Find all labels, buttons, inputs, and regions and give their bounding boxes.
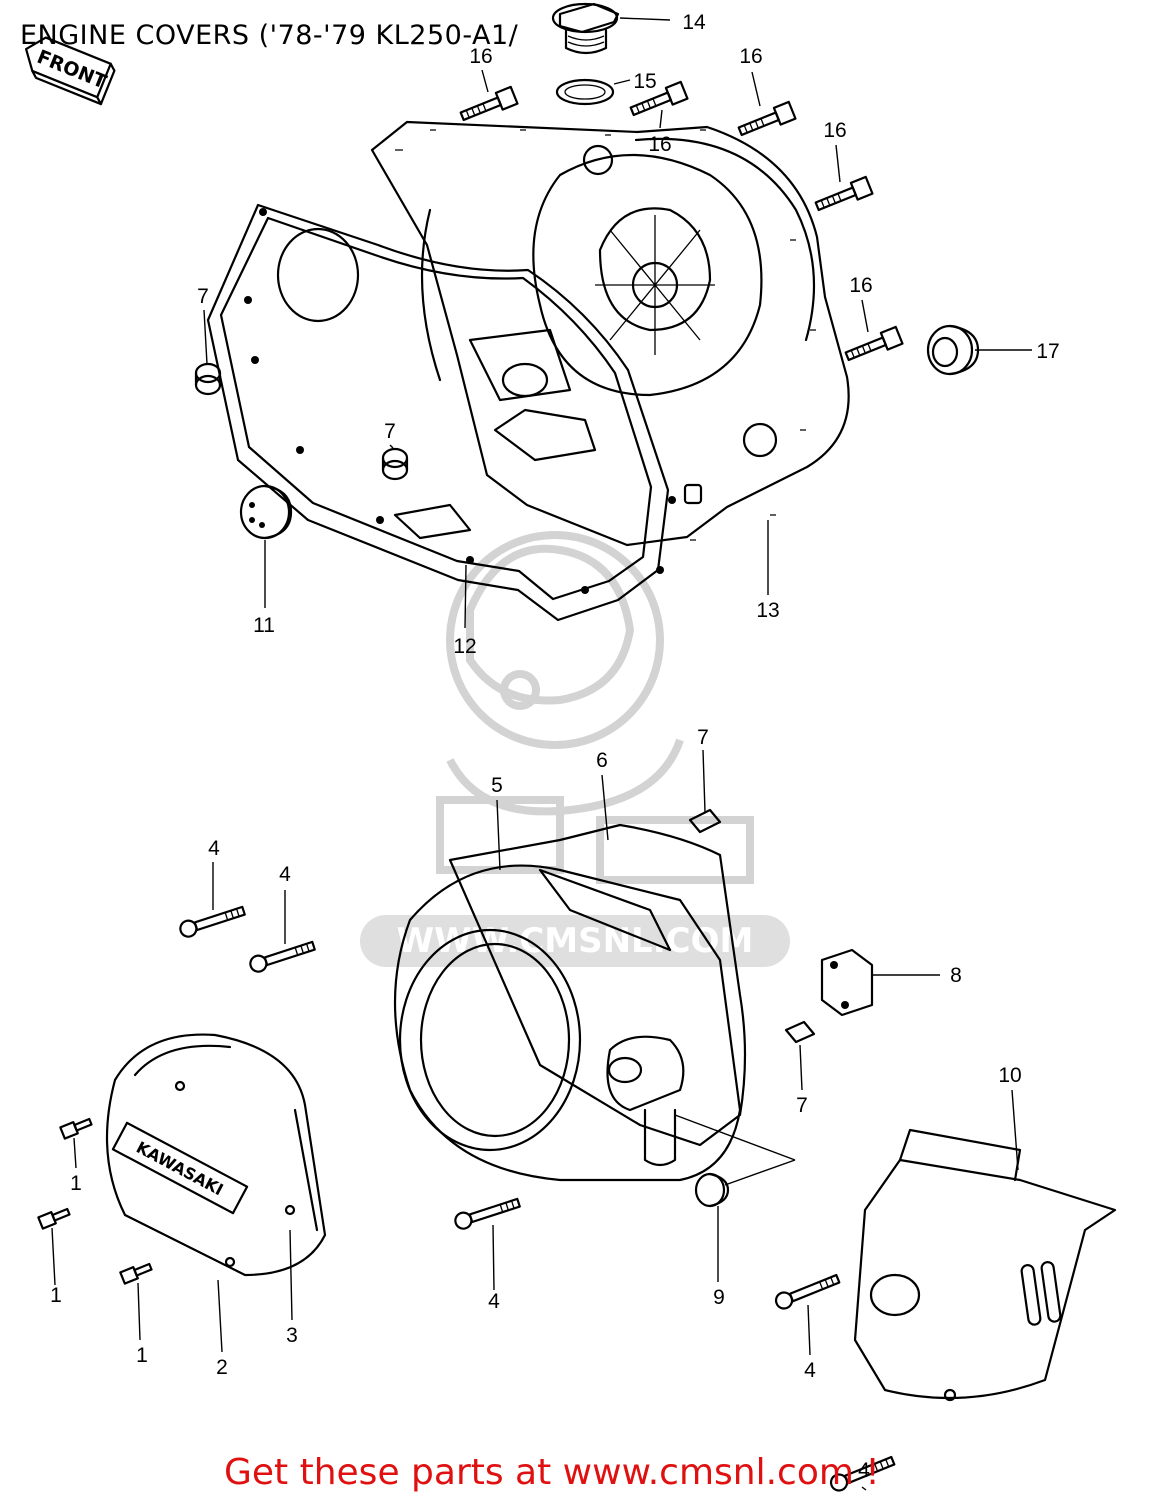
callout-16-e: 16 — [849, 274, 872, 297]
callout-3: 3 — [286, 1324, 298, 1347]
callout-8: 8 — [950, 964, 962, 987]
callout-1-a: 1 — [70, 1172, 82, 1195]
callout-16-c: 16 — [739, 45, 762, 68]
callout-6: 6 — [596, 749, 608, 772]
screw-1-a — [59, 1117, 93, 1140]
bolt-16-a — [459, 85, 519, 122]
callout-13: 13 — [756, 599, 779, 622]
callout-17: 17 — [1036, 340, 1059, 363]
callout-16-a: 16 — [469, 45, 492, 68]
callout-7-c: 7 — [697, 726, 709, 749]
callout-14: 14 — [682, 11, 706, 34]
callout-7-a: 7 — [197, 285, 209, 308]
right-crankcase-cover — [370, 120, 850, 547]
callout-1-c: 1 — [136, 1344, 148, 1367]
dowel-pin-lower-right — [784, 1020, 816, 1044]
crankcase-cover-gasket — [206, 203, 676, 622]
callout-12: 12 — [453, 635, 476, 658]
callout-5: 5 — [491, 774, 503, 797]
watermark-url: WWW.CMSNL.COM — [397, 921, 754, 961]
callout-9: 9 — [713, 1286, 725, 1309]
bolt-16-e — [844, 325, 904, 362]
magneto-cover-gasket — [448, 823, 747, 1147]
screw-1-b — [37, 1207, 71, 1230]
callout-1-b: 1 — [50, 1284, 62, 1307]
bolt-16-c — [737, 100, 797, 137]
sprocket-cover — [853, 1128, 1117, 1402]
breather-fitting — [820, 948, 874, 1017]
callout-2: 2 — [216, 1356, 228, 1379]
dowel-pin-upper-mid — [381, 447, 409, 481]
callout-11: 11 — [253, 614, 275, 637]
page-title: ENGINE COVERS ('78-'79 KL250-A1/ — [20, 20, 519, 51]
oil-seal — [926, 324, 980, 376]
cmsnl-watermark: WWW.CMSNL.COM — [360, 531, 790, 967]
callout-16-b: 16 — [648, 133, 671, 156]
filter-cap — [239, 484, 293, 540]
callout-7-d: 7 — [796, 1094, 808, 1117]
oil-filler-cap — [551, 2, 620, 55]
bolt-4-a — [179, 905, 246, 938]
bolt-4-b — [249, 940, 316, 973]
bolt-4-c — [454, 1197, 521, 1230]
callout-15: 15 — [633, 70, 656, 93]
bolt-16-b — [629, 80, 689, 117]
callout-4-d: 4 — [804, 1359, 816, 1382]
callout-4-b: 4 — [279, 863, 291, 886]
callout-7-b: 7 — [384, 420, 396, 443]
callout-4-a: 4 — [208, 837, 220, 860]
callout-10: 10 — [998, 1064, 1021, 1087]
o-ring — [555, 78, 615, 106]
magneto-cover — [393, 864, 742, 1182]
callout-4-c: 4 — [488, 1290, 500, 1313]
drain-plug — [694, 1172, 730, 1208]
callout-16-d: 16 — [823, 119, 846, 142]
dowel-pin-upper-left — [194, 362, 222, 396]
callout-labels: 14 15 16 16 16 16 16 17 7 7 11 12 13 5 6… — [50, 11, 1060, 1482]
leader-lines — [51, 17, 1032, 1491]
promo-link[interactable]: Get these parts at www.cmsnl.com ! — [224, 1452, 880, 1493]
screw-1-c — [119, 1262, 153, 1285]
callout-4-e: 4 — [858, 1459, 870, 1482]
dowel-pin-lower-upper — [688, 808, 722, 834]
generator-cover: KAWASAKI — [105, 1033, 327, 1277]
bolt-16-d — [814, 175, 874, 212]
bolt-4-d — [774, 1273, 841, 1310]
bolt-4-e — [829, 1455, 896, 1492]
